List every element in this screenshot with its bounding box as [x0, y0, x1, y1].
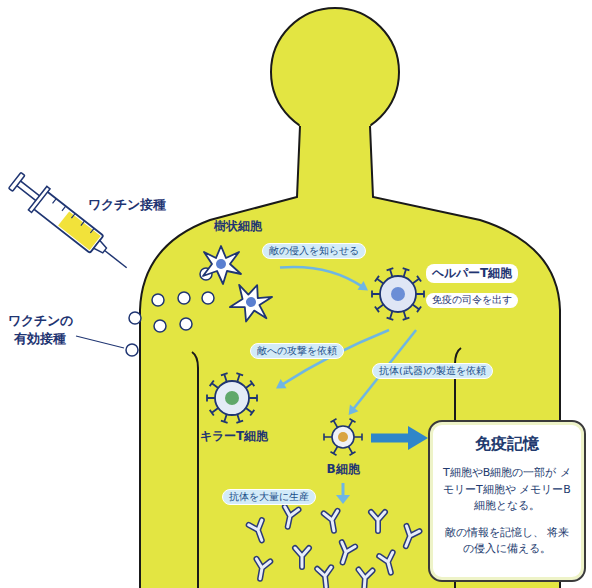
antibodies: [249, 507, 420, 588]
node-text: ヘルパーT細胞: [426, 262, 518, 283]
antibody-arrow: [336, 483, 350, 504]
syringe: [6, 168, 136, 279]
vaccine-particles: [126, 268, 214, 356]
arrow-head: [349, 405, 359, 415]
cell-node: B細胞: [315, 415, 371, 481]
connector-line: [371, 434, 414, 443]
node-text: 樹状細胞: [195, 218, 280, 235]
cell-role: 免疫の司令を出す: [426, 293, 518, 308]
cell-node: ヘルパーT細胞免疫の司令を出す: [368, 258, 518, 330]
arrow-connector: [276, 330, 389, 389]
edge-label: 抗体(武器)の製造を依頼: [372, 363, 493, 379]
memory-box: 免疫記憶 T細胞やB細胞の一部が メモリーT細胞や メモリーB細胞となる。敵の情報…: [428, 420, 586, 582]
arrow-head: [358, 281, 368, 291]
node-text: 免疫の司令を出す: [426, 288, 518, 308]
arrow-connector: [280, 267, 368, 290]
node-text: B細胞: [315, 461, 371, 478]
arrow-connector: [371, 426, 428, 450]
killer-cell-icon: [202, 368, 262, 428]
edge-label: 抗体を大量に生産: [222, 489, 316, 505]
arrow-head: [276, 379, 286, 388]
edge-label: 敵への攻撃を依頼: [250, 343, 344, 359]
edge-label: 敵の侵入を知らせる: [262, 243, 366, 259]
connector-line: [280, 267, 363, 287]
cell-title: ヘルパーT細胞: [426, 264, 518, 283]
callout-label: ワクチン接種: [88, 196, 166, 214]
callout-label: ワクチンの 有効接種: [4, 312, 76, 347]
helper-cell-icon: [368, 264, 428, 324]
bcell-cell-icon: [320, 415, 366, 459]
node-text: 敵の情報を記憶し、 将来の侵入に備える。: [440, 525, 574, 558]
node-text: キラーT細胞: [192, 428, 276, 445]
cell-node: キラーT細胞: [192, 368, 276, 450]
cell-node: 樹状細胞: [195, 218, 280, 328]
node-text: T細胞やB細胞の一部が メモリーT細胞や メモリーB細胞となる。: [440, 465, 574, 515]
arrow-head: [408, 426, 428, 450]
node-text: 免疫記憶: [440, 434, 574, 455]
leader-line: [76, 336, 124, 348]
